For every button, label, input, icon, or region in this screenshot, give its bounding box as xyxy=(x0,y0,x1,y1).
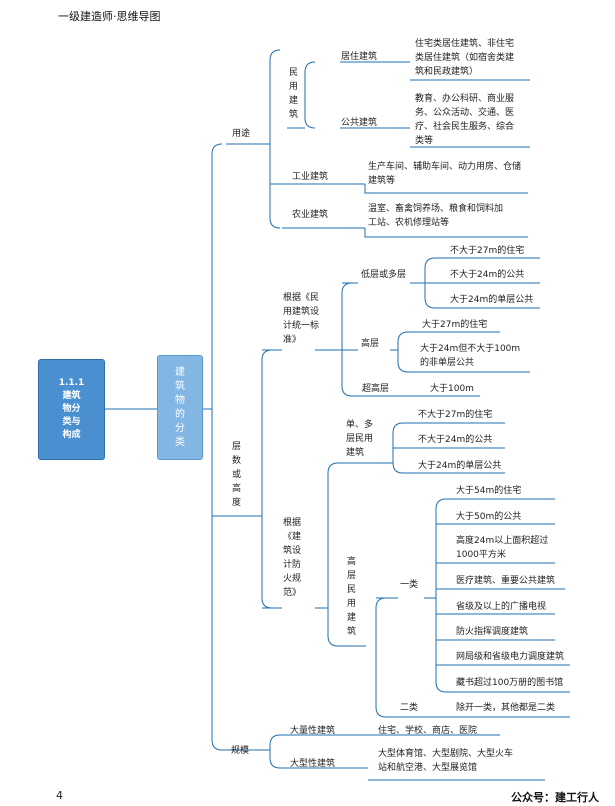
residential-desc: 住宅类居住建筑、非住宅 类居住建筑（如宿舍类建 筑和民政建筑） xyxy=(415,39,515,77)
class1-item-5: 省级及以上的广播电视 xyxy=(456,602,547,612)
page-header: 一级建造师·思维导图 xyxy=(58,8,161,24)
branch-unified-standard: 根据《民 用建筑设 计统一标 准》 xyxy=(283,293,320,345)
branch-civil: 民 用 建 筑 xyxy=(289,68,299,120)
branch-high: 高层 xyxy=(361,339,380,349)
branch-height: 层 数 或 高 度 xyxy=(232,442,242,508)
branch-class2: 二类 xyxy=(400,703,419,713)
class1-item-3: 高度24m以上面积超过 1000平方米 xyxy=(456,536,549,560)
header-subtitle: 思维导图 xyxy=(116,10,161,23)
branch-industrial: 工业建筑 xyxy=(292,172,329,182)
branch-single-multi: 单、多 层民用 建筑 xyxy=(346,420,374,458)
branch-fire-code: 根据 《建 筑设 计防 火规 范》 xyxy=(283,518,302,598)
large-buildings-desc: 大型体育馆、大型剧院、大型火车 站和航空港、大型展览馆 xyxy=(378,749,514,773)
low-item-3: 大于24m的单层公共 xyxy=(450,295,534,305)
branch-super-high: 超高层 xyxy=(362,384,390,394)
footer-brand: 公众号：建工行人 xyxy=(511,791,599,804)
branch-large-buildings: 大型性建筑 xyxy=(290,759,336,769)
high-item-2: 大于24m但不大于100m 的非单层公共 xyxy=(420,344,521,368)
super-item: 大于100m xyxy=(430,384,474,394)
branch-agricultural: 农业建筑 xyxy=(292,210,329,220)
high-item-1: 大于27m的住宅 xyxy=(422,320,488,330)
multi-item-3: 大于24m的单层公共 xyxy=(418,461,502,471)
root-node: 1.1.1 建筑 物分 类与 构成 xyxy=(38,359,105,460)
class1-item-8: 藏书超过100万册的图书馆 xyxy=(456,678,564,688)
class1-item-4: 医疗建筑、重要公共建筑 xyxy=(456,576,556,586)
class2-item: 除开一类，其他都是二类 xyxy=(456,703,556,713)
branch-class1: 一类 xyxy=(400,580,419,590)
multi-item-2: 不大于24m的公共 xyxy=(418,435,493,445)
mass-buildings-desc: 住宅、学校、商店、医院 xyxy=(378,726,478,736)
header-title: 一级建造师 xyxy=(58,10,113,23)
branch-low-multi: 低层或多层 xyxy=(361,270,407,280)
class1-item-7: 网局级和省级电力调度建筑 xyxy=(456,652,565,662)
section-node: 建 筑 物 的 分 类 xyxy=(157,355,203,460)
page-number: 4 xyxy=(56,789,63,802)
branch-public: 公共建筑 xyxy=(341,118,378,128)
branch-scale: 规模 xyxy=(231,746,250,756)
class1-item-1: 大于54m的住宅 xyxy=(456,486,522,496)
class1-item-2: 大于50m的公共 xyxy=(456,512,522,522)
public-desc: 教育、办公科研、商业服 务、公众活动、交通、医 疗、社会民生服务、综合 类等 xyxy=(415,94,515,146)
branch-residential: 居住建筑 xyxy=(341,52,378,62)
class1-item-6: 防火指挥调度建筑 xyxy=(456,627,529,637)
multi-item-1: 不大于27m的住宅 xyxy=(418,410,493,420)
agricultural-desc: 温室、畜禽饲养场、粮食和饲料加 工站、农机修理站等 xyxy=(368,204,504,228)
header-separator: · xyxy=(113,10,117,23)
low-item-1: 不大于27m的住宅 xyxy=(450,246,525,256)
low-item-2: 不大于24m的公共 xyxy=(450,270,525,280)
branch-highrise-civil: 高 层 民 用 建 筑 xyxy=(347,557,357,637)
branch-mass-buildings: 大量性建筑 xyxy=(290,726,336,736)
branch-usage: 用途 xyxy=(232,129,251,139)
industrial-desc: 生产车间、辅助车间、动力用房、仓储 建筑等 xyxy=(368,162,522,186)
